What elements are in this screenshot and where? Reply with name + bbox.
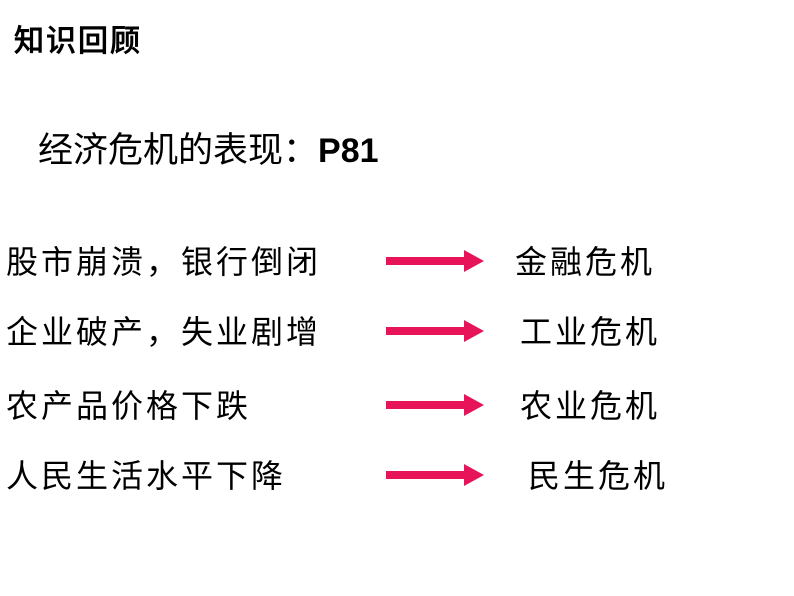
result-text: 工业危机 — [520, 313, 661, 351]
list-item: 农产品价格下跌 农业危机 — [0, 382, 794, 430]
slide-heading: 知识回顾 — [14, 24, 142, 59]
list-item: 企业破产，失业剧增 工业危机 — [0, 308, 794, 356]
slide-subtitle: 经济危机的表现：P81 — [38, 127, 379, 175]
arrow-head — [464, 464, 484, 486]
subtitle-text: 经济危机的表现： — [38, 131, 319, 171]
right-arrow-icon — [386, 320, 484, 342]
result-text: 民生危机 — [528, 457, 669, 495]
cause-text: 股市崩溃，银行倒闭 — [6, 243, 322, 281]
page-reference: P81 — [318, 132, 379, 170]
result-text: 金融危机 — [515, 243, 656, 281]
right-arrow-icon — [386, 250, 484, 272]
cause-text: 人民生活水平下降 — [6, 457, 287, 495]
right-arrow-icon — [386, 464, 484, 486]
arrow-shaft — [386, 471, 466, 479]
cause-text: 企业破产，失业剧增 — [6, 313, 322, 351]
list-item: 股市崩溃，银行倒闭 金融危机 — [0, 238, 794, 286]
arrow-head — [464, 394, 484, 416]
list-item: 人民生活水平下降 民生危机 — [0, 452, 794, 500]
arrow-head — [464, 250, 484, 272]
arrow-shaft — [386, 257, 466, 265]
right-arrow-icon — [386, 394, 484, 416]
cause-text: 农产品价格下跌 — [6, 387, 252, 425]
result-text: 农业危机 — [520, 387, 661, 425]
arrow-shaft — [386, 401, 466, 409]
arrow-shaft — [386, 327, 466, 335]
arrow-head — [464, 320, 484, 342]
